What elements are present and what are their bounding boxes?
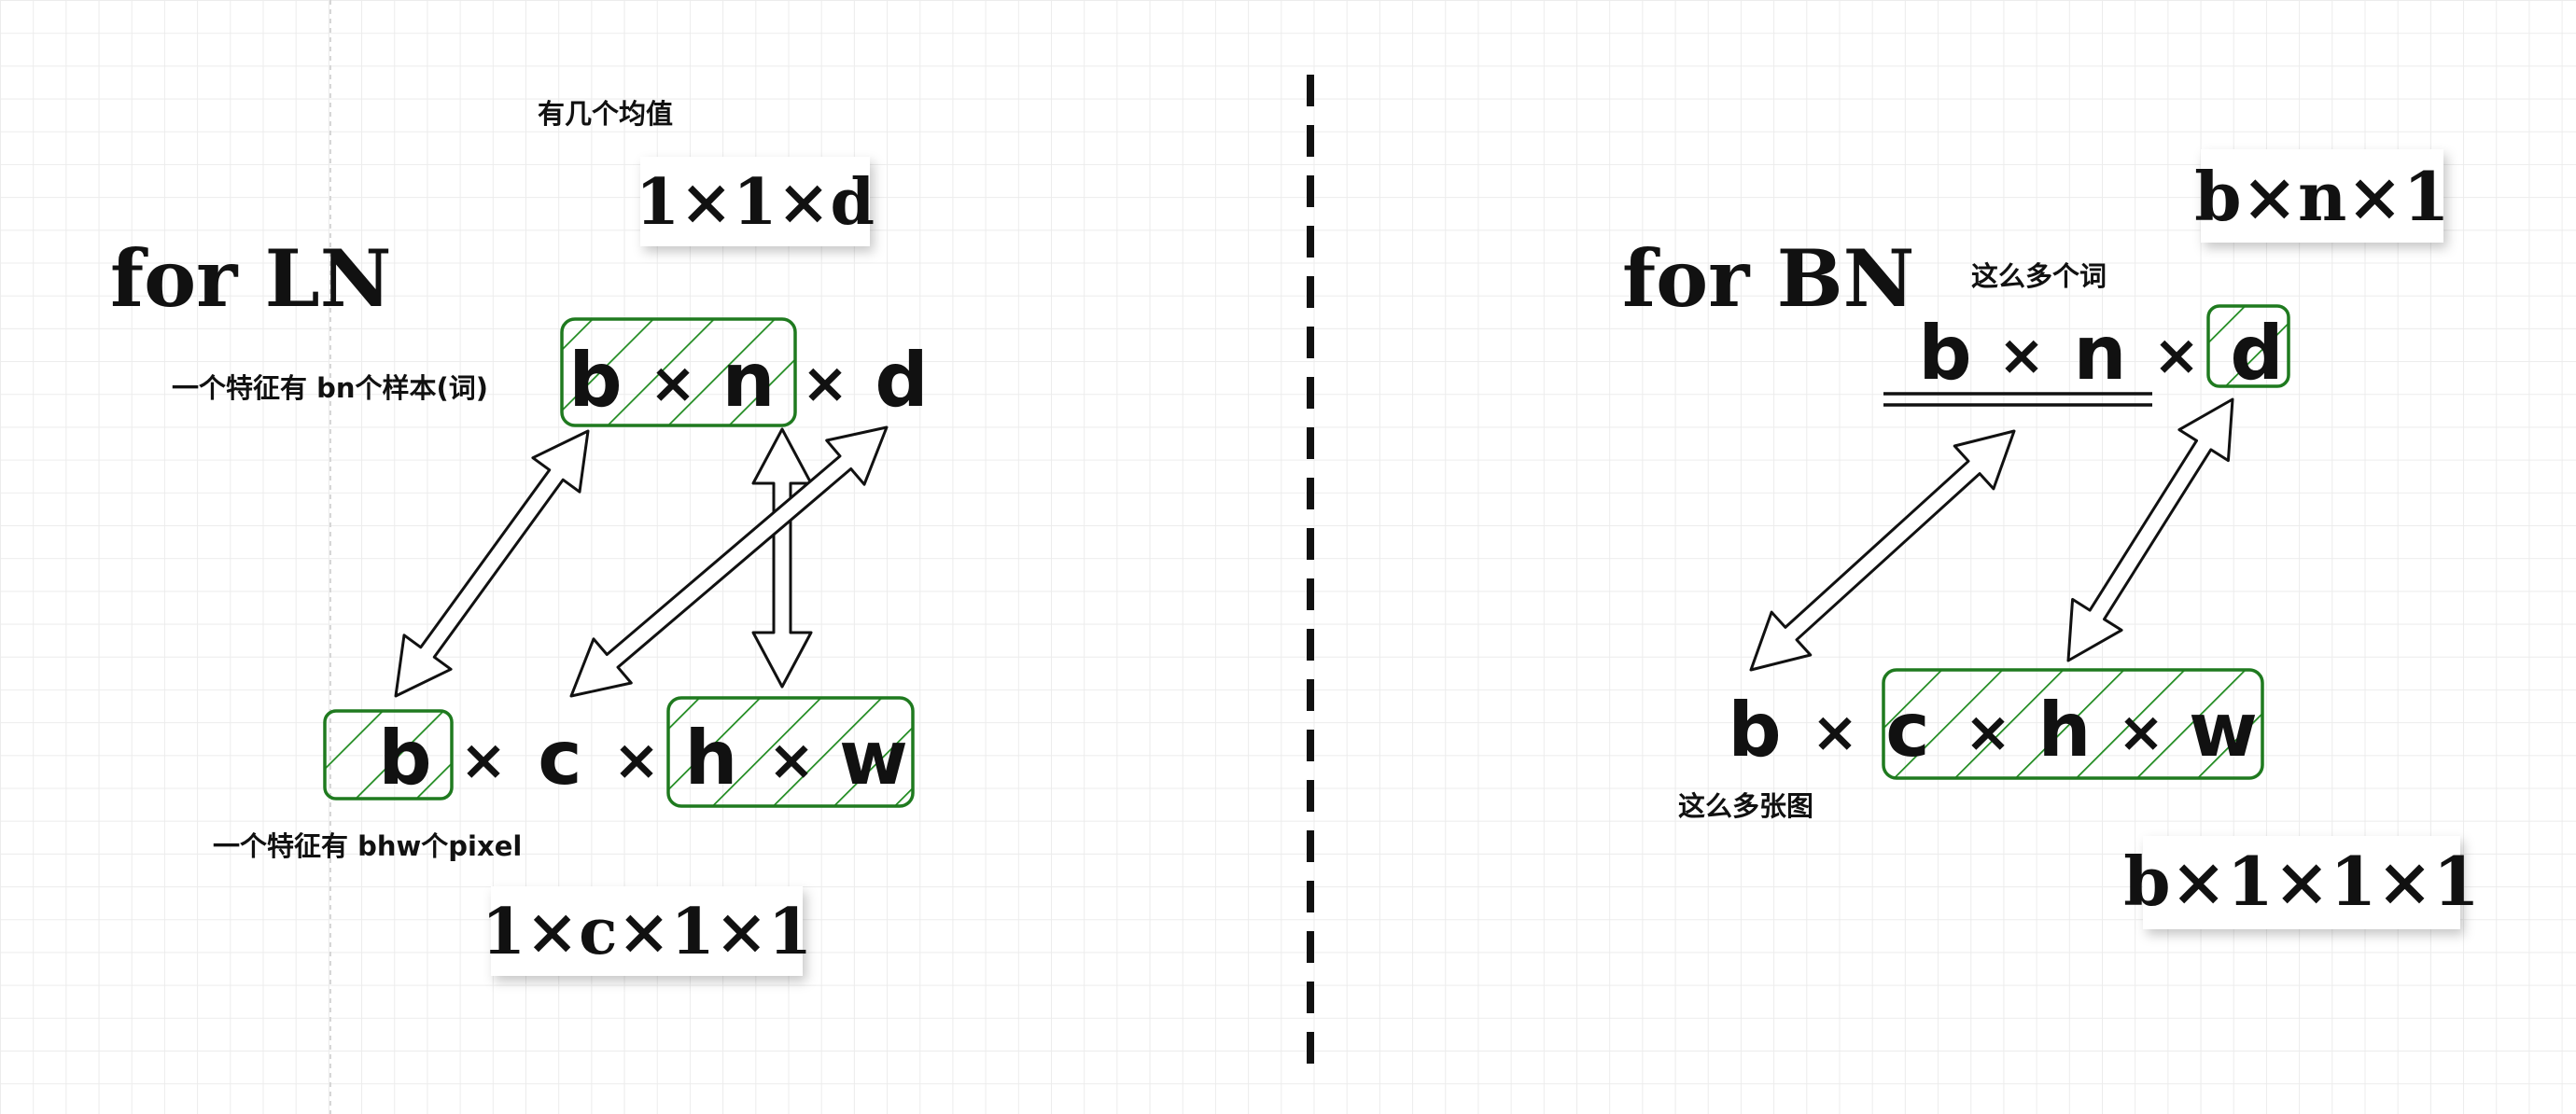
bn-note-img: 这么多张图	[1678, 790, 1813, 822]
ln-img-times-1: ×	[460, 728, 507, 793]
bn-img-w: w	[2189, 687, 2258, 773]
ln-arrow-n-hw	[751, 427, 813, 689]
ln-seq-b: b	[568, 337, 622, 424]
bn-seq-times-2: ×	[2153, 323, 2200, 388]
ln-mean-top: 1×1×d	[636, 165, 875, 240]
ln-mean-caption: 有几个均值	[538, 98, 673, 130]
ln-seq-times-1: ×	[650, 351, 696, 416]
bn-img-b: b	[1728, 687, 1781, 773]
bn-img-c: c	[1885, 687, 1929, 773]
bn-seq-times-1: ×	[1998, 323, 2045, 388]
bn-note-seq: 这么多个词	[1971, 260, 2107, 292]
ln-mean-top-card	[640, 157, 870, 246]
bn-mean-top: b×n×1	[2194, 157, 2449, 236]
ln-panel: for LN 有几个均值 1×1×d 一个特征有 bn个样本(词) b × n …	[110, 98, 929, 976]
ln-seq-d: d	[875, 337, 928, 424]
ln-heading: for LN	[110, 232, 392, 325]
bn-seq-n: n	[2074, 310, 2127, 397]
bn-img-times-2: ×	[1965, 700, 2011, 765]
ln-note-img: 一个特征有 bhw个pixel	[213, 830, 522, 862]
ln-img-c: c	[538, 715, 581, 801]
bn-img-highlight-chw	[1882, 668, 2264, 780]
bn-mean-top-card	[2201, 149, 2443, 243]
ln-img-highlight-b	[323, 709, 454, 801]
ln-mean-bottom-card	[491, 886, 803, 976]
bn-seq-highlight-d	[2206, 304, 2290, 388]
ln-seq-highlight	[560, 317, 797, 427]
ln-img-times-2: ×	[613, 728, 660, 793]
ln-img-b: b	[378, 715, 431, 801]
ln-mean-bottom: 1×c×1×1	[482, 895, 812, 969]
bn-img-times-3: ×	[2118, 700, 2164, 765]
ln-img-w: w	[839, 715, 908, 801]
bn-img-times-1: ×	[1812, 700, 1858, 765]
ln-seq-times-2: ×	[802, 351, 848, 416]
ln-arrow-b-b	[394, 429, 590, 698]
bn-heading: for BN	[1622, 232, 1914, 325]
bn-seq-d: d	[2230, 310, 2283, 397]
bn-img-h: h	[2038, 687, 2092, 773]
ln-img-h: h	[685, 715, 738, 801]
ln-seq-n: n	[722, 337, 776, 424]
bn-mean-bottom-card	[2143, 836, 2460, 929]
ln-img-highlight-hw	[666, 696, 915, 808]
bn-arrow-d-chw	[2066, 397, 2234, 662]
ln-note-seq: 一个特征有 bn个样本(词)	[172, 372, 488, 404]
bn-arrow-b-bn	[1749, 429, 2016, 672]
ln-arrow-d-c	[569, 425, 889, 698]
bn-seq-b: b	[1918, 310, 1971, 397]
ln-img-times-3: ×	[768, 728, 815, 793]
bn-mean-bottom: b×1×1×1	[2123, 842, 2480, 921]
bn-panel: for BN b×n×1 这么多个词 b × n × d b × c × h ×…	[1622, 149, 2480, 929]
